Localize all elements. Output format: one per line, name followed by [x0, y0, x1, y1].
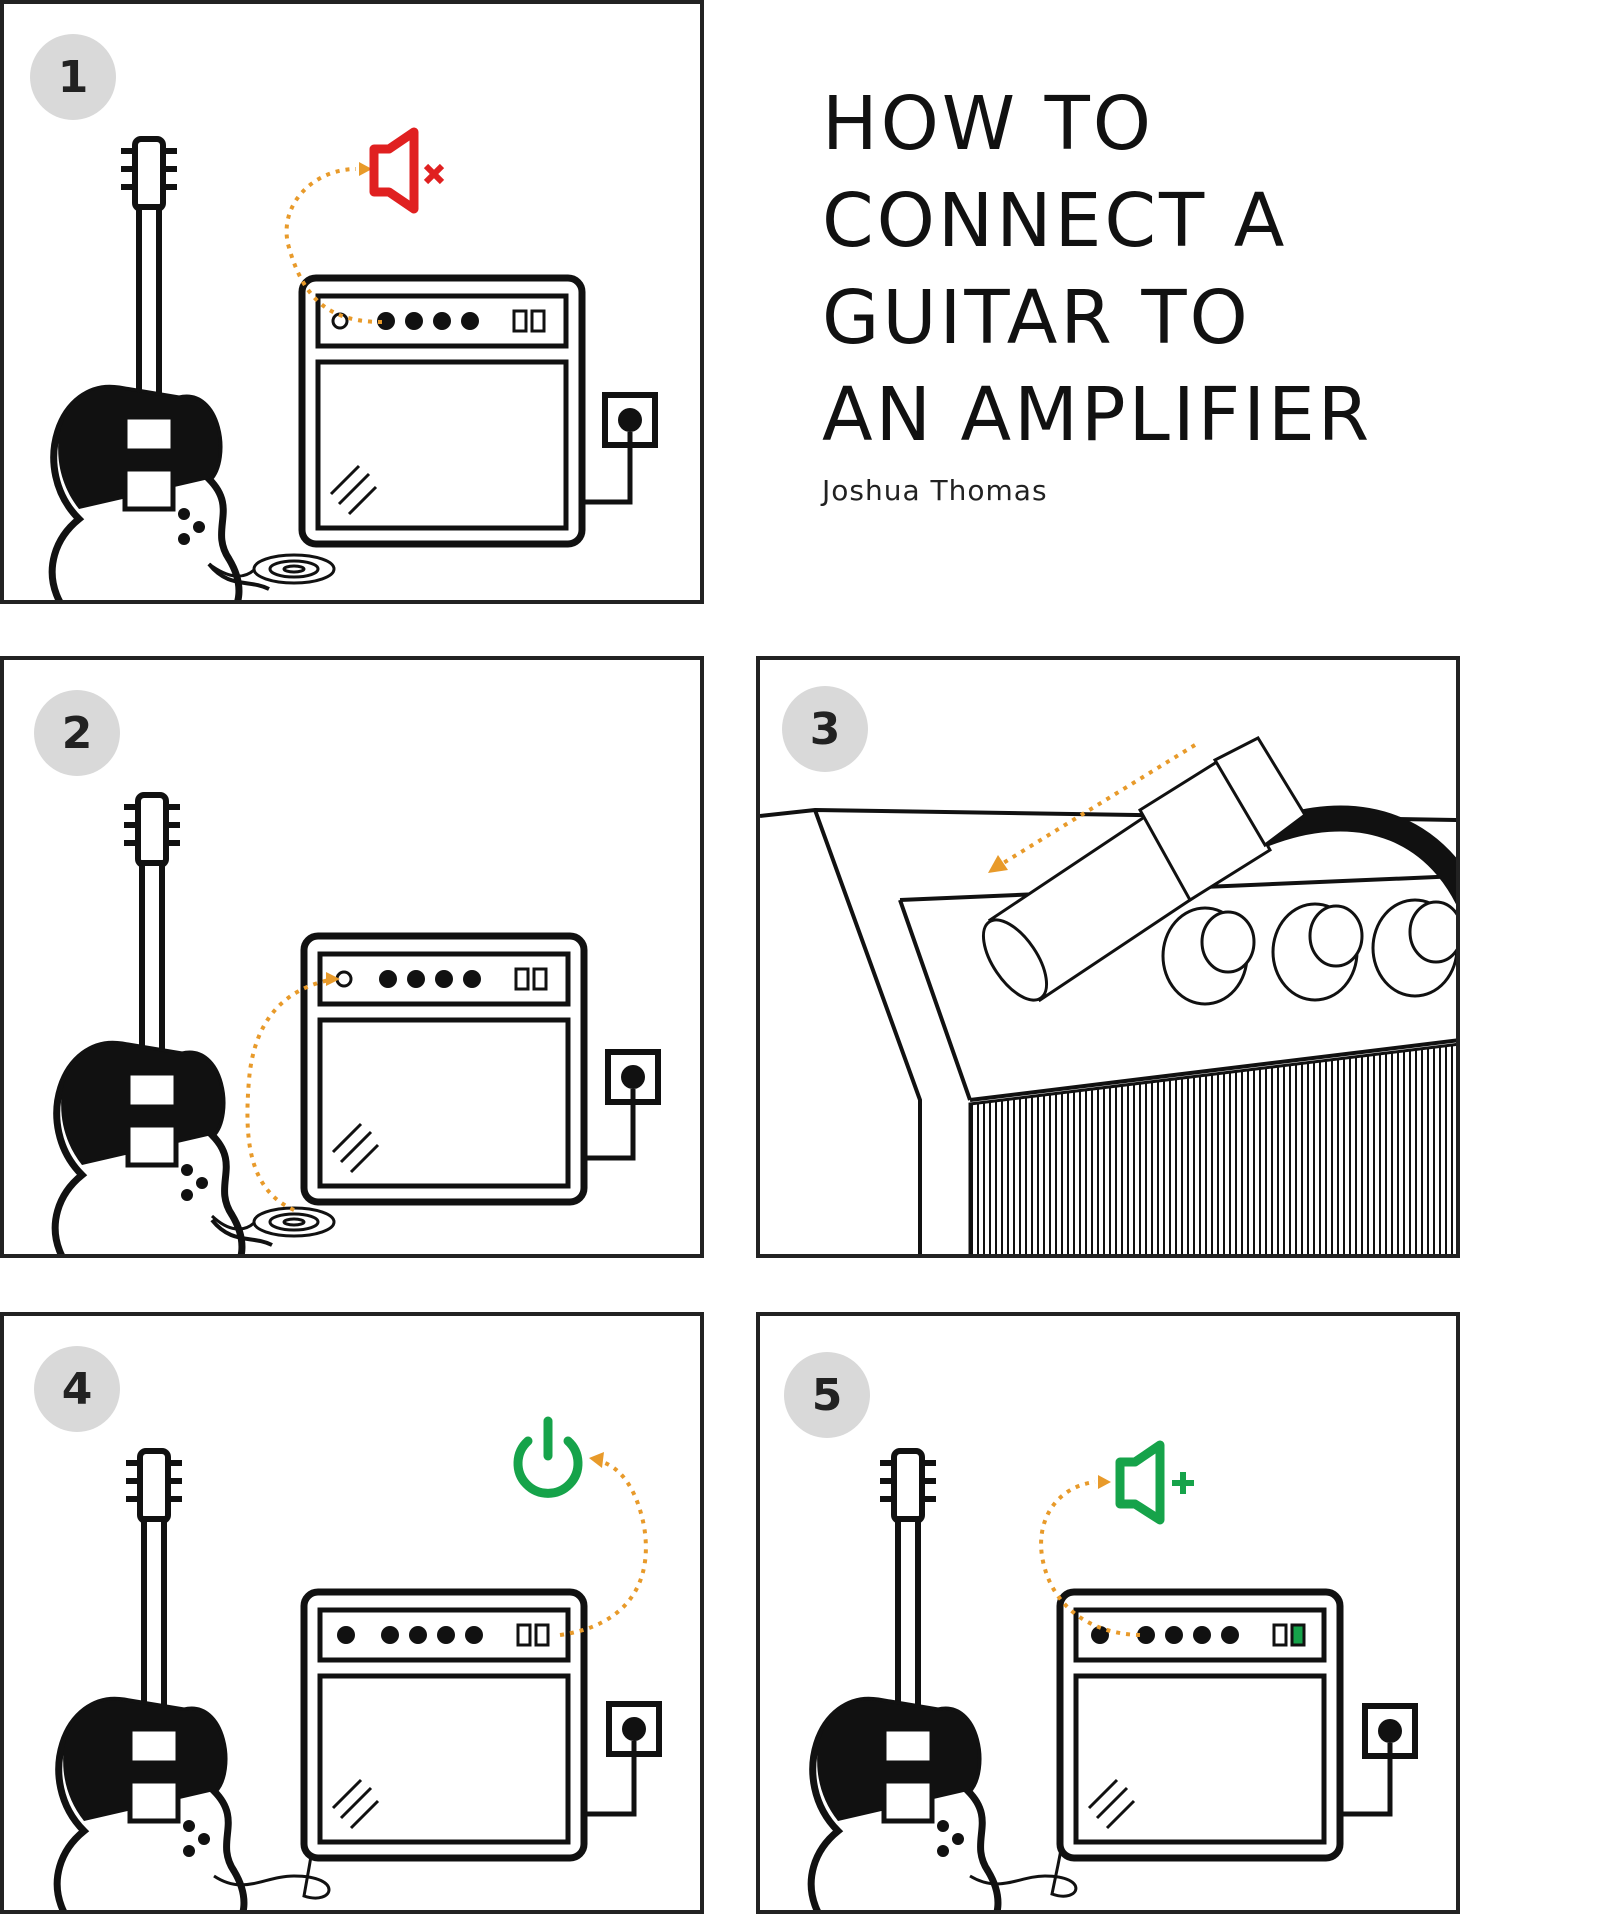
amplifier-icon [300, 1588, 588, 1862]
power-outlet-icon [584, 1049, 661, 1161]
power-icon [513, 1416, 583, 1498]
knob-icon [1161, 898, 1456, 1006]
arrow-head [988, 855, 1008, 873]
guitar-icon [51, 792, 273, 1254]
step-4-illustration [53, 1416, 662, 1910]
page-title: HOW TO CONNECT A GUITAR TO AN AMPLIFIER [822, 76, 1462, 464]
speaker-grille [968, 1042, 1456, 1254]
arrow-dotted [284, 167, 383, 324]
step-3-illustration [760, 736, 1456, 1254]
arrow-head [1098, 1475, 1111, 1489]
power-outlet-icon [1340, 1703, 1418, 1817]
step-5-illustration [807, 1440, 1418, 1910]
title-line-4: AN AMPLIFIER [822, 372, 1373, 458]
arrow-head [359, 162, 372, 176]
step-1-illustration [48, 127, 658, 600]
step-2-panel: 2 [0, 656, 704, 1258]
guitar-icon [53, 1448, 248, 1910]
title-line-1: HOW TO [822, 81, 1155, 167]
step-1-panel: 1 [0, 0, 704, 604]
step-number-badge: 1 [30, 34, 116, 120]
step-2-illustration [51, 792, 661, 1254]
amplifier-icon [300, 932, 588, 1206]
step-5-panel: 5 [756, 1312, 1460, 1914]
volume-up-speaker-icon [1115, 1440, 1194, 1525]
step-number-badge: 3 [782, 686, 868, 772]
cable-coil-icon [208, 553, 336, 585]
step-4-panel: 4 [0, 1312, 704, 1914]
title-line-3: GUITAR TO [822, 275, 1251, 361]
arrow-head [589, 1452, 604, 1468]
power-outlet-icon [582, 392, 658, 505]
author-name: Joshua Thomas [822, 474, 1048, 507]
power-on-indicator [1290, 1623, 1306, 1647]
amplifier-icon [298, 274, 586, 548]
step-number-badge: 5 [784, 1352, 870, 1438]
step-3-panel: 3 [756, 656, 1460, 1258]
guitar-icon [48, 136, 270, 600]
arrow-dotted [245, 978, 330, 1212]
arrow-dotted [998, 743, 1197, 867]
title-line-2: CONNECT A [822, 178, 1288, 264]
guitar-icon [807, 1448, 1002, 1910]
guitar-cable-icon [981, 736, 1456, 1003]
amplifier-icon [1056, 1588, 1344, 1862]
arrow-head [326, 972, 340, 986]
step-number-badge: 2 [34, 690, 120, 776]
power-outlet-icon [584, 1701, 662, 1817]
step-number-badge: 4 [34, 1346, 120, 1432]
muted-speaker-icon [369, 127, 445, 214]
arrow-dotted [1039, 1480, 1141, 1637]
